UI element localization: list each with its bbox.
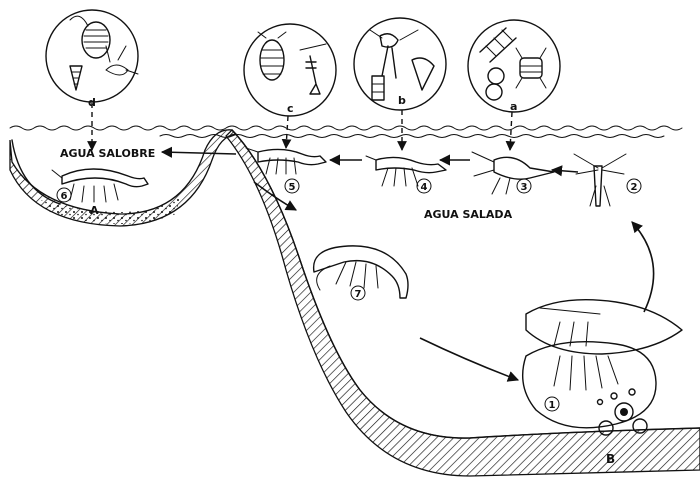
lagoon-sediment [40, 196, 180, 224]
arrow-subadult-to-adult [419, 337, 520, 382]
svg-text:7: 7 [355, 289, 362, 300]
label-agua-salobre: AGUA SALOBRE [60, 147, 155, 160]
svg-text:3: 3 [521, 182, 528, 193]
food-letter-d: d [88, 96, 96, 109]
svg-text:6: 6 [61, 191, 68, 202]
svg-text:4: 4 [421, 182, 428, 193]
arrow-lagoon-to-sea [253, 181, 297, 211]
food-circle-d [45, 9, 139, 103]
stage-number-2: 2 [626, 178, 642, 194]
svg-text:2: 2 [631, 182, 638, 193]
svg-text:5: 5 [289, 182, 296, 193]
site-label-a: A [90, 204, 99, 217]
larva-nauplius [573, 153, 627, 207]
food-circle-c [243, 23, 337, 117]
larva-protozoea [471, 151, 555, 195]
water-surface [9, 125, 683, 131]
food-letter-b: b [398, 94, 406, 107]
stage-number-5: 5 [284, 178, 300, 194]
arrow-nauplius-to-protozoea [550, 165, 579, 177]
label-agua-salada: AGUA SALADA [424, 208, 513, 221]
arrow-adult-to-nauplius [631, 221, 655, 313]
adult-shrimps [522, 299, 683, 436]
subadult-shrimp [312, 245, 409, 299]
site-label-b: B [606, 452, 615, 466]
juvenile-lagoon [51, 168, 149, 203]
arrow-postlarva-to-lagoon [160, 146, 237, 158]
stage-number-6: 6 [56, 187, 72, 203]
stage-number-1: 1 [544, 396, 560, 412]
water-surface-2 [159, 134, 665, 138]
larva-postlarva [245, 147, 327, 175]
stage-number-3: 3 [516, 178, 532, 194]
stage-number-4: 4 [416, 178, 432, 194]
larva-mysis [365, 155, 447, 187]
food-circle-b [353, 17, 447, 111]
food-letter-c: c [287, 102, 294, 115]
food-letter-a: a [510, 100, 517, 113]
svg-text:1: 1 [549, 400, 556, 411]
food-circle-a [467, 19, 561, 113]
stage-number-7: 7 [350, 285, 366, 301]
lagoon-basin [9, 129, 238, 227]
